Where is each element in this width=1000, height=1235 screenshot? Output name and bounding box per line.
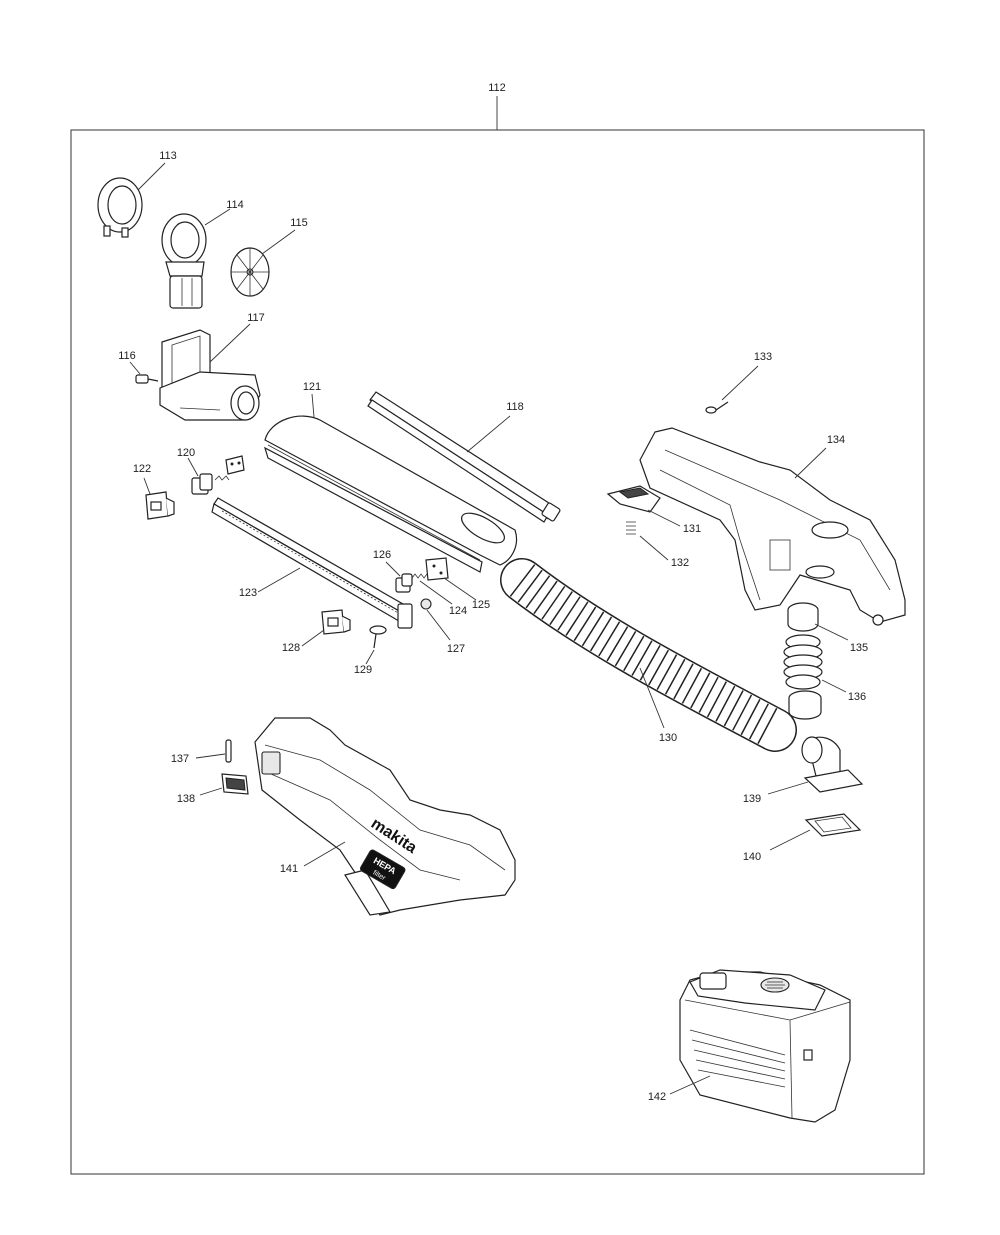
disc-115: 115 (230, 217, 308, 297)
button-126: 126 (373, 549, 413, 593)
spring-124: 124 (411, 573, 467, 617)
part-label-136: 136 (848, 691, 866, 703)
rail-118: 118 (367, 391, 561, 523)
part-label-120: 120 (177, 447, 195, 459)
slider-120: 120 (177, 447, 245, 495)
part-label-134: 134 (827, 434, 845, 446)
assembly-frame (70, 129, 925, 1175)
part-label-125: 125 (472, 599, 490, 611)
tube-cover-121: 121 (264, 381, 518, 573)
part-label-117: 117 (247, 312, 265, 324)
part-label-122: 122 (133, 463, 151, 475)
rack-123: 123 (211, 497, 413, 629)
assembly-label: 112 (488, 82, 506, 94)
part-label-124: 124 (449, 605, 467, 617)
elbow-140: 139 (743, 736, 864, 805)
part-label-131: 131 (683, 523, 701, 535)
part-label-139: 141 (280, 863, 298, 875)
clip-122: 122 (133, 463, 175, 520)
part-label-128: 128 (282, 642, 300, 654)
housing-half-139: makita HEPA filter 141 (254, 717, 516, 916)
part-label-142: 142 (648, 1091, 666, 1103)
part-label-129: 129 (354, 664, 372, 676)
housing-half-134: 134 (639, 427, 906, 626)
latch-131: 131 (606, 485, 701, 535)
part-label-115: 115 (290, 217, 308, 229)
part-label-121: 121 (303, 381, 321, 393)
part-label-126: 126 (373, 549, 391, 561)
part-label-137: 137 (171, 753, 189, 765)
screw-133: 133 (705, 351, 772, 414)
plate-125: 125 (425, 557, 490, 611)
bellows-136: 136 (783, 634, 866, 720)
part-label-135: 135 (850, 642, 868, 654)
screw-129: 129 (354, 625, 387, 676)
hose-130: 130 (500, 558, 797, 752)
part-label-141: 140 (743, 851, 761, 863)
gasket-141: 140 (743, 813, 862, 863)
nozzle-holder-117: 117 (159, 312, 265, 421)
screw-116: 116 (118, 350, 159, 384)
part-label-140: 139 (743, 793, 761, 805)
part-label-118: 118 (506, 401, 524, 413)
part-label-130: 130 (659, 732, 677, 744)
part-label-123: 123 (239, 587, 257, 599)
dust-box-142: 142 (648, 969, 851, 1123)
part-label-114: 114 (226, 199, 244, 211)
part-label-113: 113 (159, 150, 177, 162)
ring-113: 113 (97, 150, 177, 238)
clip-128: 128 (282, 609, 351, 654)
part-label-138: 138 (177, 793, 195, 805)
pin-137: 137 (171, 739, 232, 765)
part-label-132: 132 (671, 557, 689, 569)
nozzle-114: 114 (161, 199, 244, 309)
joint-135: 135 (787, 602, 868, 654)
part-label-133: 133 (754, 351, 772, 363)
part-label-116: 116 (118, 350, 136, 362)
nut-127: 127 (420, 598, 465, 655)
part-label-127: 127 (447, 643, 465, 655)
hepa-badge: HEPA filter (360, 849, 406, 890)
spring-132: 132 (626, 521, 689, 569)
filter-pad-138: 138 (177, 773, 249, 805)
